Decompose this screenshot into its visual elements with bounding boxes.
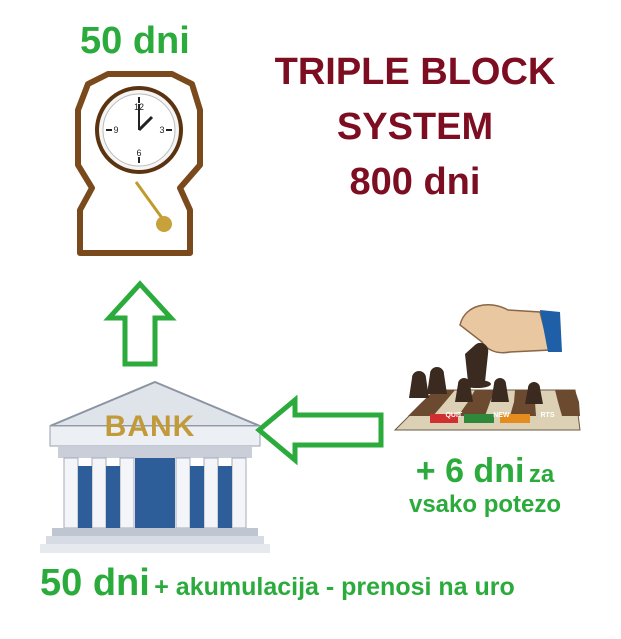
footer-text: 50 dni + akumulacija - prenosi na uro [40, 562, 515, 605]
chessboard-label-new: NEW [493, 412, 510, 419]
bank-icon [40, 380, 270, 553]
left-arrow-icon [255, 394, 384, 466]
system-title: TRIPLE BLOCK SYSTEM 800 dni [250, 45, 580, 210]
bonus-line2: vsako potezo [408, 491, 562, 518]
system-title-line1: TRIPLE BLOCK [274, 51, 556, 93]
chess-move-icon [393, 304, 581, 431]
svg-text:6: 6 [136, 148, 141, 158]
system-title-line2: SYSTEM [336, 106, 494, 148]
bonus-text: + 6 dni za vsako potezo [385, 452, 585, 519]
bonus-suffix: za [528, 461, 555, 488]
bonus-days: + 6 dni [415, 452, 525, 490]
svg-text:3: 3 [159, 125, 164, 135]
svg-text:9: 9 [113, 125, 118, 135]
clock-days-label: 50 dni [80, 20, 190, 62]
chessboard-labels: QUIT NEW RTS [430, 412, 570, 419]
bank-label: BANK [104, 410, 196, 443]
chessboard-label-rts: RTS [540, 412, 555, 419]
chessboard-label-quit: QUIT [445, 412, 463, 419]
footer-days: 50 dni [40, 562, 150, 604]
system-title-line3: 800 dni [349, 161, 481, 203]
chess-clock-icon: 12369 [75, 71, 203, 256]
footer-description: + akumulacija - prenosi na uro [154, 573, 515, 601]
up-arrow-icon [103, 280, 177, 367]
